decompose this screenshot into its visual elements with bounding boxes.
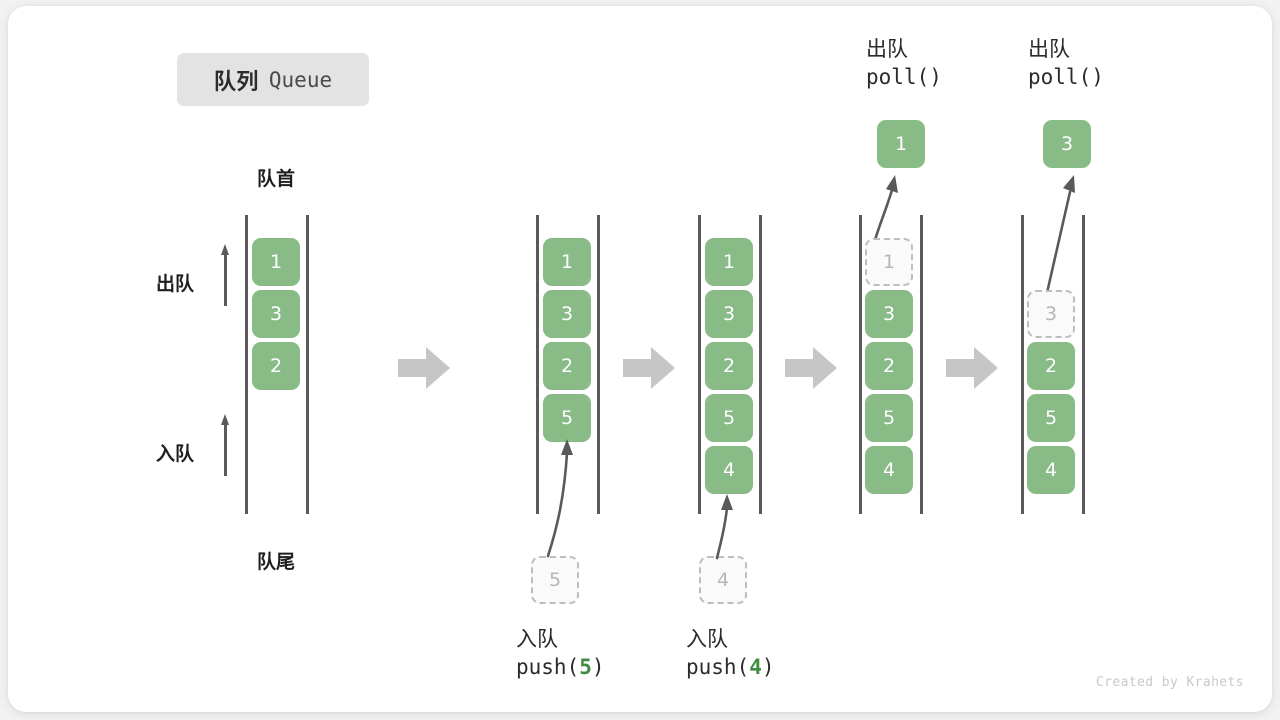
rail-right — [597, 215, 600, 514]
push-4-caption: 入队 push(4) — [686, 626, 775, 682]
stage-transition-arrow-icon — [785, 347, 837, 389]
queue-cell: 5 — [543, 394, 591, 442]
queue-cell: 2 — [1027, 342, 1075, 390]
push-5-caption: 入队 push(5) — [516, 626, 605, 682]
enqueue-direction-arrow-icon — [221, 414, 230, 476]
poll-3-caption: 出队 poll() — [1028, 36, 1104, 92]
queue-cell: 4 — [865, 446, 913, 494]
stage-transition-arrow-icon — [946, 347, 998, 389]
queue-cell: 3 — [705, 290, 753, 338]
credit-text: Created by Krahets — [1095, 675, 1244, 690]
rail-left — [536, 215, 539, 514]
poll-1-caption-cn: 出队 — [866, 37, 908, 61]
incoming-element-ghost: 4 — [699, 556, 747, 604]
queue-cell: 2 — [865, 342, 913, 390]
poll-1-caption: 出队 poll() — [866, 36, 942, 92]
queue-cell: 3 — [543, 290, 591, 338]
queue-cell: 3 — [252, 290, 300, 338]
title-en: Queue — [268, 67, 333, 92]
queue-cell: 5 — [865, 394, 913, 442]
dequeue-direction-arrow-icon — [221, 244, 230, 306]
title-cn: 队列 — [213, 69, 259, 95]
title-badge: 队列 Queue — [177, 53, 369, 106]
queue-cell-removed: 3 — [1027, 290, 1075, 338]
dequeue-direction-label: 出队 — [156, 273, 195, 295]
stage-transition-arrow-icon — [623, 347, 675, 389]
queue-cell: 4 — [1027, 446, 1075, 494]
queue-cell: 3 — [865, 290, 913, 338]
push-4-caption-code: push(4) — [686, 654, 775, 679]
stage-transition-arrow-icon — [398, 347, 450, 389]
queue-cell: 2 — [705, 342, 753, 390]
diagram-card: 队列 Queue 队首 队尾 出队 入队 1 3 2 — [8, 6, 1272, 712]
push-motion-arrow-icon — [546, 439, 573, 558]
push-5-caption-cn: 入队 — [516, 627, 558, 651]
rail-right — [1082, 215, 1085, 514]
queue-cell: 5 — [1027, 394, 1075, 442]
poll-1-caption-code: poll() — [866, 64, 942, 89]
push-5-caption-code: push(5) — [516, 654, 605, 679]
queue-cell: 1 — [252, 238, 300, 286]
tail-label: 队尾 — [256, 551, 295, 573]
push-motion-arrow-icon — [715, 494, 733, 560]
rail-right — [759, 215, 762, 514]
push-4-caption-cn: 入队 — [686, 627, 728, 651]
enqueue-direction-label: 入队 — [156, 443, 195, 465]
queue-cell: 1 — [705, 238, 753, 286]
rail-right — [920, 215, 923, 514]
rail-left — [859, 215, 862, 514]
polled-element-result: 1 — [877, 120, 925, 168]
rail-left — [698, 215, 701, 514]
rail-right — [306, 215, 309, 514]
poll-3-caption-cn: 出队 — [1028, 37, 1070, 61]
queue-cell-removed: 1 — [865, 238, 913, 286]
poll-3-caption-code: poll() — [1028, 64, 1104, 89]
head-label: 队首 — [256, 168, 295, 190]
queue-cell: 4 — [705, 446, 753, 494]
rail-left — [1021, 215, 1024, 514]
queue-cell: 5 — [705, 394, 753, 442]
incoming-element-ghost: 5 — [531, 556, 579, 604]
rail-left — [245, 215, 248, 514]
queue-cell: 2 — [252, 342, 300, 390]
queue-cell: 2 — [543, 342, 591, 390]
polled-element-result: 3 — [1043, 120, 1091, 168]
queue-cell: 1 — [543, 238, 591, 286]
